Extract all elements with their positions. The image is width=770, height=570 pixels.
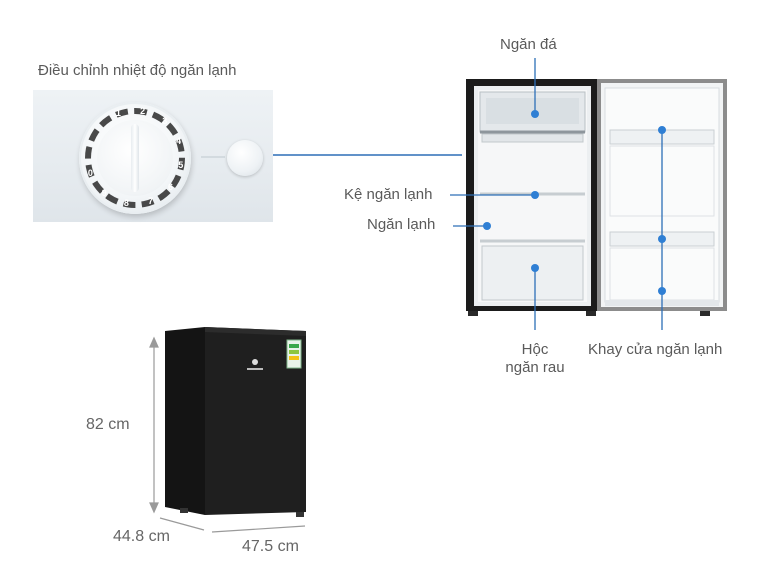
dial-number: 1: [115, 107, 121, 118]
crisper-drawer: [481, 245, 584, 301]
dial-number: 5: [178, 160, 184, 171]
depth-dimension-label: 44.8 cm: [113, 528, 170, 545]
dial-number: 3: [162, 115, 168, 126]
dial-number: 7: [148, 196, 154, 207]
dial-number: 4: [176, 135, 182, 146]
label-door-tray: Khay cửa ngăn lạnh: [588, 341, 723, 358]
callout-dots: [483, 110, 666, 295]
label-fridge-shelf: Kệ ngăn lạnh: [344, 186, 433, 203]
thermostat-knob: [227, 140, 263, 176]
door-tray-dot: [658, 126, 666, 134]
label-crisper-line2: ngăn rau: [505, 359, 565, 376]
callout-lines: [450, 58, 663, 330]
closed-fridge-illustration: [165, 327, 306, 517]
width-dimension-label: 47.5 cm: [242, 538, 299, 555]
dial-number: 2: [140, 105, 146, 116]
dial-number: 9: [101, 188, 107, 198]
crisper-dot: [531, 264, 539, 272]
door-tray-dot: [658, 235, 666, 243]
brand-logo: [252, 359, 258, 365]
fridge-front: [205, 327, 306, 515]
width-dimension-line: [211, 525, 306, 533]
label-crisper-line1: Hộc: [521, 341, 549, 358]
fridge-dot: [483, 222, 491, 230]
fridge-side: [165, 327, 205, 515]
dial-number: 6: [168, 182, 174, 193]
height-dimension-label: 82 cm: [86, 416, 130, 433]
door-tray-dot: [658, 287, 666, 295]
dimension-lines: [149, 336, 306, 533]
freezer-dot: [531, 110, 539, 118]
shelf-dot: [531, 191, 539, 199]
dial-number: 8: [123, 198, 129, 209]
thermostat-title: Điều chỉnh nhiệt độ ngăn lạnh: [38, 62, 237, 79]
label-fridge-compartment: Ngăn lạnh: [367, 216, 436, 233]
depth-dimension-line: [159, 517, 205, 531]
label-crisper: Hộc ngăn rau: [500, 341, 570, 377]
dial-number: 0: [87, 168, 93, 179]
label-freezer: Ngăn đá: [500, 36, 557, 53]
open-fridge-illustration: [466, 79, 727, 316]
